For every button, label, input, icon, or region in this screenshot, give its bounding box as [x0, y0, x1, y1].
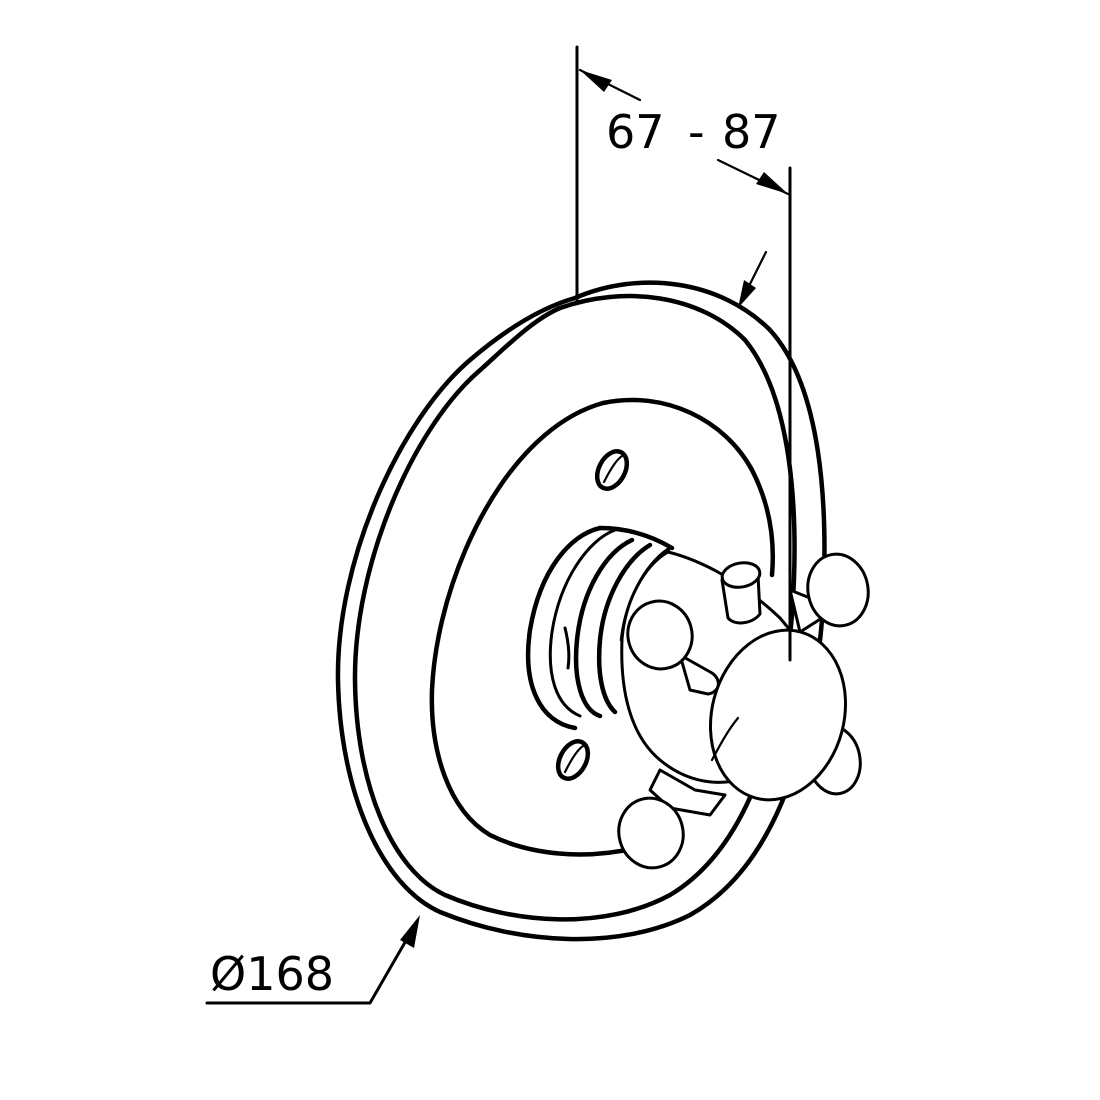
- plate-front-edge: [352, 293, 797, 922]
- plate-inner-ring: [429, 397, 776, 857]
- depth-min-label: 67: [606, 105, 665, 159]
- plate-outer-rim: [335, 280, 827, 942]
- diameter-label: Ø168: [210, 947, 334, 1001]
- depth-arrow-right: [756, 172, 788, 194]
- depth-max-label: 87: [722, 105, 781, 159]
- plate-thickness-arrow: [738, 280, 756, 308]
- handle-arm-right-ball: [806, 552, 870, 628]
- depth-arrow-left: [580, 70, 612, 92]
- screw-hole-top: [594, 449, 630, 491]
- diameter-arrow: [400, 915, 420, 948]
- depth-dimension: 67 - 87: [575, 45, 792, 662]
- top-pin: [720, 561, 762, 625]
- rosette-plate: [335, 280, 827, 942]
- handle-arm-lower-left-ball: [617, 796, 685, 870]
- depth-separator: -: [688, 105, 705, 159]
- cross-handle: [617, 552, 870, 870]
- side-lever-knob: [626, 599, 720, 696]
- diameter-dimension: Ø168: [205, 915, 420, 1005]
- screw-hole-bottom: [555, 739, 591, 781]
- handle-cap: [708, 628, 848, 802]
